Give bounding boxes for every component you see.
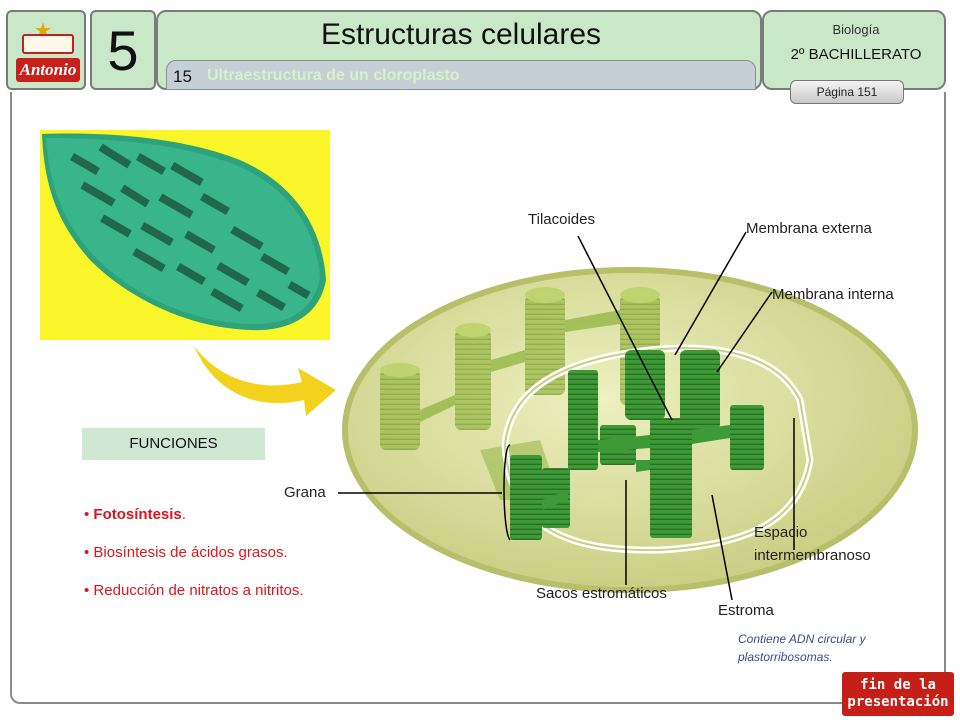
page-title: Estructuras celulares (320, 18, 602, 51)
bullet: • (84, 544, 94, 561)
unit-number: 5 (90, 10, 156, 90)
function-text: . (181, 506, 186, 523)
bullet: • (84, 506, 94, 523)
function-text: Biosíntesis de ácidos grasos. (93, 544, 288, 561)
function-item: • Reducción de nitratos a nitritos. (84, 582, 304, 620)
arrow-icon (194, 346, 336, 416)
bullet: • (84, 582, 94, 599)
function-keyword: Fotosíntesis (93, 506, 182, 523)
functions-list: • Fotosíntesis. • Biosíntesis de ácidos … (84, 506, 304, 620)
note-line-2: plastorribosomas. (738, 650, 833, 664)
function-item: • Biosíntesis de ácidos grasos. (84, 544, 304, 582)
course-panel: Biología 2º BACHILLERATO (762, 10, 946, 90)
title-panel: Estructuras celulares 15 Ultraestructura… (156, 10, 762, 90)
grana-stacks (510, 350, 764, 540)
label-espacio-2: intermembranoso (754, 547, 871, 564)
publisher-logo: ★ Antonio (6, 10, 86, 90)
label-espacio-1: Espacio (754, 524, 808, 541)
label-membrana-externa: Membrana externa (746, 220, 872, 237)
label-tilacoides: Tilacoides (528, 211, 595, 228)
end-button-line-1: fin de la (860, 677, 936, 693)
content-frame (10, 92, 946, 704)
dna-note: Contiene ADN circular y plastorribosomas… (738, 630, 938, 666)
label-estroma: Estroma (718, 602, 774, 619)
logo-label: Antonio (16, 58, 80, 82)
label-membrana-interna: Membrana interna (772, 286, 894, 303)
section-number: 15 (173, 67, 192, 86)
function-text: Reducción de nitratos a nitritos. (93, 582, 304, 599)
section-title: Ultraestructura de un cloroplasto (207, 67, 460, 84)
pointer-lines (338, 231, 795, 601)
end-button-line-2: presentación (847, 694, 949, 710)
book-icon (22, 34, 74, 54)
label-sacos: Sacos estromáticos (536, 585, 667, 602)
function-item: • Fotosíntesis. (84, 506, 304, 544)
level-label: 2º BACHILLERATO (790, 46, 922, 63)
functions-header: FUNCIONES (82, 428, 265, 460)
page-number-badge: Página 151 (790, 80, 904, 104)
chloroplast-diagram (338, 231, 918, 601)
end-presentation-button[interactable]: fin de la presentación (842, 672, 954, 716)
chloroplast-micrograph (40, 130, 330, 340)
note-line-1: Contiene ADN circular y (738, 632, 866, 646)
section-bar: 15 Ultraestructura de un cloroplasto (166, 60, 756, 90)
label-grana: Grana (284, 484, 326, 501)
subject-label: Biología (832, 22, 880, 37)
